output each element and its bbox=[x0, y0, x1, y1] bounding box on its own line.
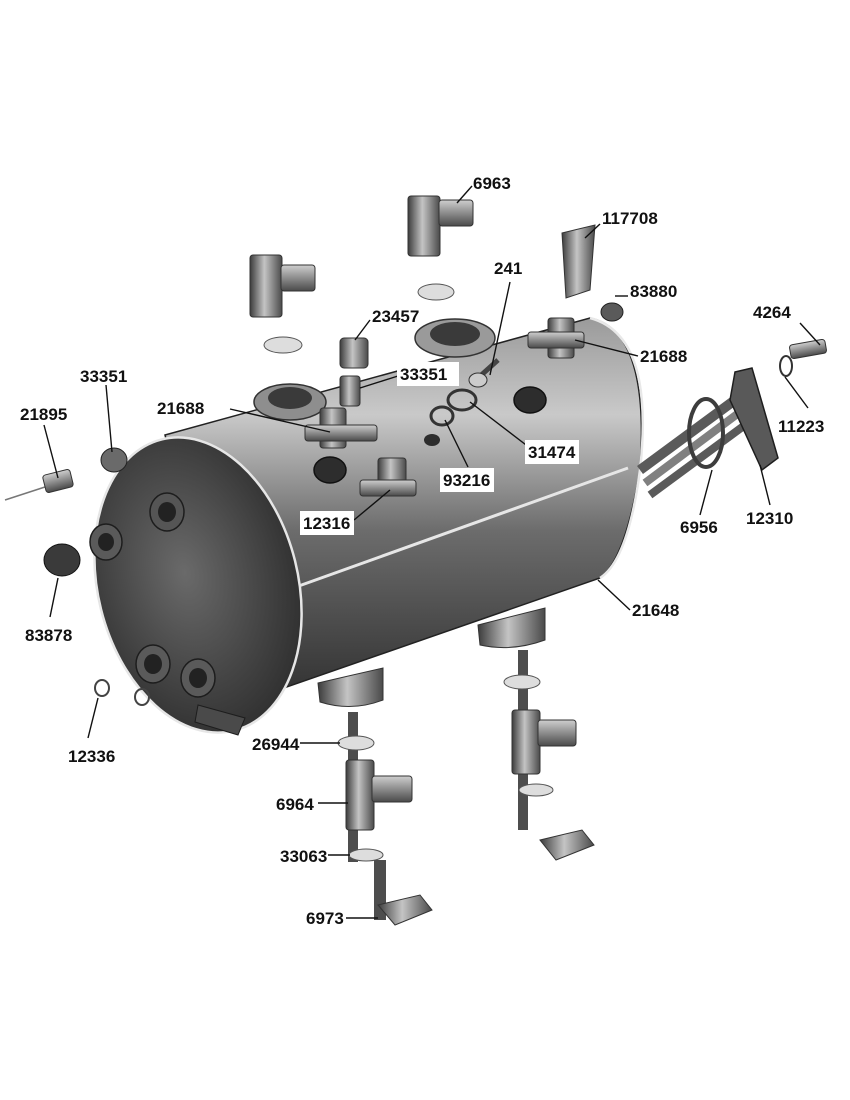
part-label: 33063 bbox=[280, 847, 327, 866]
part-label: 6964 bbox=[276, 795, 314, 814]
label-box bbox=[397, 362, 459, 386]
label-box bbox=[300, 511, 354, 535]
part-label: 12336 bbox=[68, 747, 115, 766]
boiler-tank bbox=[89, 316, 645, 736]
part-label: 21895 bbox=[20, 405, 67, 424]
top-fittings bbox=[249, 195, 624, 497]
part-label: 21688 bbox=[157, 399, 204, 418]
part-label: 241 bbox=[494, 259, 522, 278]
part-label: 12310 bbox=[746, 509, 793, 528]
part-label: 4264 bbox=[753, 303, 791, 322]
part-label: 83878 bbox=[25, 626, 72, 645]
part-label: 33351 bbox=[80, 367, 127, 386]
part-label: 23457 bbox=[372, 307, 419, 326]
part-label: 6963 bbox=[473, 174, 511, 193]
part-label: 117708 bbox=[602, 209, 658, 228]
bottom-pipes bbox=[337, 650, 595, 926]
part-label: 83880 bbox=[630, 282, 677, 301]
part-label: 31474 bbox=[528, 443, 576, 462]
element-gasket bbox=[687, 397, 725, 469]
part-label: 21648 bbox=[632, 601, 679, 620]
leader-lines bbox=[43, 185, 821, 919]
tank-seam bbox=[281, 466, 629, 594]
element-flange bbox=[729, 367, 779, 472]
part-label: 33351 bbox=[400, 365, 447, 384]
heating-element bbox=[637, 338, 827, 499]
part-label: 12316 bbox=[303, 514, 350, 533]
part-label: 11223 bbox=[778, 417, 824, 436]
part-label: 6956 bbox=[680, 518, 718, 537]
left-side-parts bbox=[4, 447, 150, 706]
part-label: 93216 bbox=[443, 471, 490, 490]
label-box bbox=[440, 468, 494, 492]
part-label: 6973 bbox=[306, 909, 344, 928]
part-label: 26944 bbox=[252, 735, 300, 754]
label-box bbox=[525, 440, 579, 464]
part-labels: 6963 117708 241 83880 4264 23457 33351 2… bbox=[20, 174, 824, 928]
part-label: 21688 bbox=[640, 347, 687, 366]
